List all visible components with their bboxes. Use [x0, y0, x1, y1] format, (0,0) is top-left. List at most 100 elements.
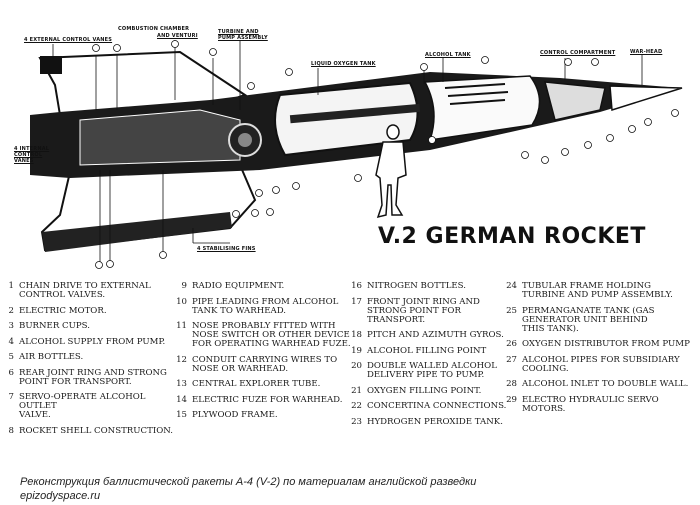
legend-item-text: Rear joint ring and strong point for tra…: [19, 367, 167, 387]
label-alcohol-tank: ALCOHOL TANK: [425, 52, 471, 58]
legend-item-number: 24: [506, 281, 517, 291]
legend-item-text: Nose probably fitted with nose switch or…: [192, 321, 351, 349]
legend-column-3: 16Nitrogen bottles. 17Front joint ring an…: [348, 282, 518, 433]
legend-item: 12 Conduit carrying wires to nose or warh…: [173, 354, 358, 374]
legend-column-1: 1 Chain drive to external control valves.…: [0, 282, 180, 442]
label-internal-control-vanes: 4 INTERNAL CONTROL VANES: [14, 146, 50, 164]
legend-item: 9Radio equipment.: [173, 282, 358, 291]
warhead: [609, 85, 683, 111]
caption-text: Реконструкция баллистической ракеты А-4 …: [20, 476, 477, 488]
legend-item-number: 2: [8, 305, 14, 316]
legend-item: 25 Permanganate tank (gas generator unit …: [503, 305, 700, 334]
legend-item: 2 Electric motor.: [0, 305, 180, 316]
legend-item-number: 29: [506, 394, 517, 405]
legend-item-number: 16: [351, 281, 362, 291]
legend-item-text: Electric fuze for warhead.: [192, 394, 343, 405]
legend-item-text: Tubular frame holding turbine and pump a…: [522, 281, 673, 300]
soldier-figure: [375, 124, 407, 219]
legend-item: 14 Electric fuze for warhead.: [173, 394, 358, 405]
legend-item-number: 14: [176, 394, 187, 405]
legend-item: 4 Alcohol supply from pump.: [0, 336, 180, 347]
label-stabilising-fins: 4 STABILISING FINS: [197, 246, 256, 252]
legend-item: 7 Servo-operate alcohol outlet valve.: [0, 393, 180, 420]
label-and-venturi: AND VENTURI: [157, 33, 198, 39]
legend-item: 16Nitrogen bottles.: [348, 282, 518, 291]
legend-item-text: Permanganate tank (gas generator unit be…: [522, 305, 655, 334]
legend-item-text: Chain drive to external control valves.: [19, 281, 151, 300]
legend-item-number: 17: [351, 296, 362, 307]
legend-item: 5 Air bottles.: [0, 353, 180, 362]
legend-item-number: 1: [8, 281, 14, 291]
legend-item-number: 7: [8, 392, 14, 402]
legend-item: 26 Oxygen distributor from pump: [503, 340, 700, 349]
number-markers: [92, 40, 679, 269]
legend-item: 27Alcohol pipes for subsidiary cooling.: [503, 354, 700, 374]
legend-column-4: 24 Tubular frame holding turbine and pump…: [503, 282, 700, 420]
legend-item-number: 25: [506, 305, 517, 316]
turbine-hub: [238, 133, 252, 147]
legend-item: 6 Rear joint ring and strong point for tr…: [0, 367, 180, 387]
legend-item-number: 8: [8, 425, 14, 436]
legend-item-text: Rocket shell construction.: [19, 425, 173, 436]
legend-item-number: 4: [8, 336, 14, 347]
legend-item: 19Alcohol filling point: [348, 345, 518, 356]
rocket-cutaway-diagram: [30, 40, 683, 269]
legend-item-number: 6: [8, 367, 14, 378]
legend-item-text: Central explorer tube.: [192, 379, 321, 389]
legend-item-text: Alcohol supply from pump.: [19, 336, 166, 347]
legend-item: 1 Chain drive to external control valves.: [0, 282, 180, 300]
legend-item: 22Concertina connections.: [348, 402, 518, 411]
legend-item: 10 Pipe leading from alcohol tank to warh…: [173, 296, 358, 316]
legend-item-number: 5: [8, 352, 14, 362]
legend-item: 24 Tubular frame holding turbine and pump…: [503, 282, 700, 300]
legend-item-number: 9: [181, 281, 187, 291]
legend-item: 15Plywood frame.: [173, 411, 358, 420]
legend-item-number: 3: [8, 321, 14, 331]
legend-item-text: Conduit carrying wires to nose or warhea…: [192, 354, 338, 374]
legend-item-number: 26: [506, 339, 517, 349]
legend-item: 18Pitch and azimuth gyros.: [348, 331, 518, 340]
legend-item-number: 28: [506, 379, 517, 389]
legend-item: 23 Hydrogen peroxide tank.: [348, 416, 518, 427]
legend-item-text: Hydrogen peroxide tank.: [367, 416, 503, 427]
callout-lines: [52, 40, 643, 262]
combustion-chamber: [79, 109, 241, 166]
caption: Реконструкция баллистической ракеты А-4 …: [20, 475, 476, 503]
diagram-title: V.2 GERMAN ROCKET: [378, 224, 646, 249]
legend-item-text: Pipe leading from alcohol tank to warhea…: [192, 296, 339, 316]
legend-item-number: 23: [351, 416, 362, 427]
label-external-control-vanes: 4 EXTERNAL CONTROL VANES: [24, 37, 113, 43]
legend-item-number: 18: [351, 330, 362, 340]
label-control-compartment: CONTROL COMPARTMENT: [540, 50, 616, 56]
legend-item-text: Alcohol inlet to double wall.: [522, 379, 689, 389]
legend-item-text: Alcohol pipes for subsidiary cooling.: [522, 354, 680, 374]
lower-fin-edge: [42, 212, 232, 252]
legend-item-text: Burner cups.: [19, 321, 90, 331]
legend-item-text: Electric motor.: [19, 305, 107, 316]
legend-item-text: Alcohol filling point: [367, 345, 487, 356]
legend-item-text: Servo-operate alcohol outlet valve.: [19, 392, 146, 420]
legend-item-number: 12: [176, 354, 187, 365]
external-vane-upper: [40, 56, 62, 74]
legend-item: 13Central explorer tube.: [173, 380, 358, 389]
legend-item-text: Oxygen distributor from pump: [522, 339, 690, 349]
legend-item-number: 21: [351, 385, 362, 396]
control-compartment: [543, 81, 606, 121]
label-combustion-chamber: COMBUSTION CHAMBER: [118, 26, 190, 32]
legend-item-text: Air bottles.: [19, 352, 84, 362]
legend-item: 8 Rocket shell construction.: [0, 425, 180, 436]
label-liquid-oxygen-tank: LIQUID OXYGEN TANK: [311, 61, 376, 67]
legend-column-2: 9Radio equipment. 10 Pipe leading from alc…: [173, 282, 358, 427]
caption-source: epizodyspace.ru: [20, 490, 101, 502]
legend-item-text: Electro hydraulic servo motors.: [522, 394, 659, 414]
legend-item-number: 11: [176, 321, 187, 331]
alcohol-tank-ribs: [444, 83, 509, 105]
legend-item: 17Front joint ring and strong point for …: [348, 296, 518, 325]
legend-item-number: 22: [351, 401, 362, 411]
label-warhead: WAR-HEAD: [630, 49, 663, 55]
legend-item-text: Double walled alcohol delivery pipe to p…: [367, 361, 497, 380]
legend-item-number: 10: [176, 296, 187, 307]
legend-item-text: Plywood frame.: [192, 410, 278, 420]
legend-item: 20Double walled alcohol delivery pipe to…: [348, 362, 518, 380]
legend-item-text: Oxygen filling point.: [367, 385, 482, 396]
